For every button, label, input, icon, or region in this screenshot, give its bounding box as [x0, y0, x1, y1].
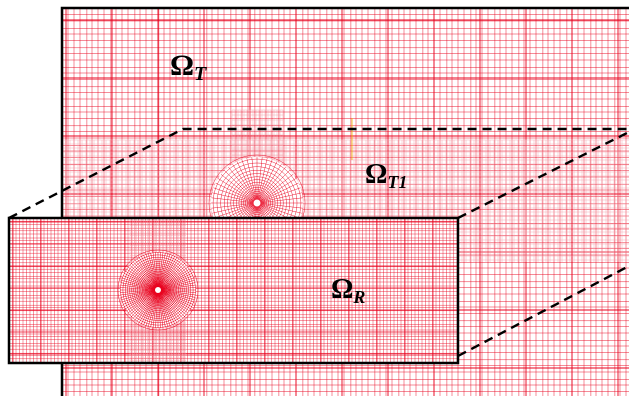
inset-cylinder-hole [155, 287, 161, 293]
projection-line-bottom-right [457, 264, 629, 358]
label-omega-t1-symbol: Ω [365, 159, 387, 190]
projection-line-top-right [457, 130, 629, 220]
refined-region-outline [8, 127, 629, 220]
outer-cylinder-hole [253, 199, 261, 207]
zoomed-mesh-inset [7, 216, 460, 365]
inset-background [9, 218, 458, 363]
label-omega-t1-subscript: T1 [387, 172, 407, 192]
label-omega-t: ΩT [170, 49, 207, 85]
label-omega-r: ΩR [331, 274, 365, 307]
inset-frame [7, 216, 460, 365]
label-omega-t-symbol: Ω [170, 49, 194, 82]
label-omega-t1: ΩT1 [365, 159, 407, 192]
label-omega-t-subscript: T [194, 63, 207, 85]
label-omega-r-symbol: Ω [331, 274, 353, 305]
label-omega-r-subscript: R [352, 287, 365, 307]
zoom-projection-lines [8, 127, 629, 358]
inset-radial-spokes [120, 252, 196, 328]
